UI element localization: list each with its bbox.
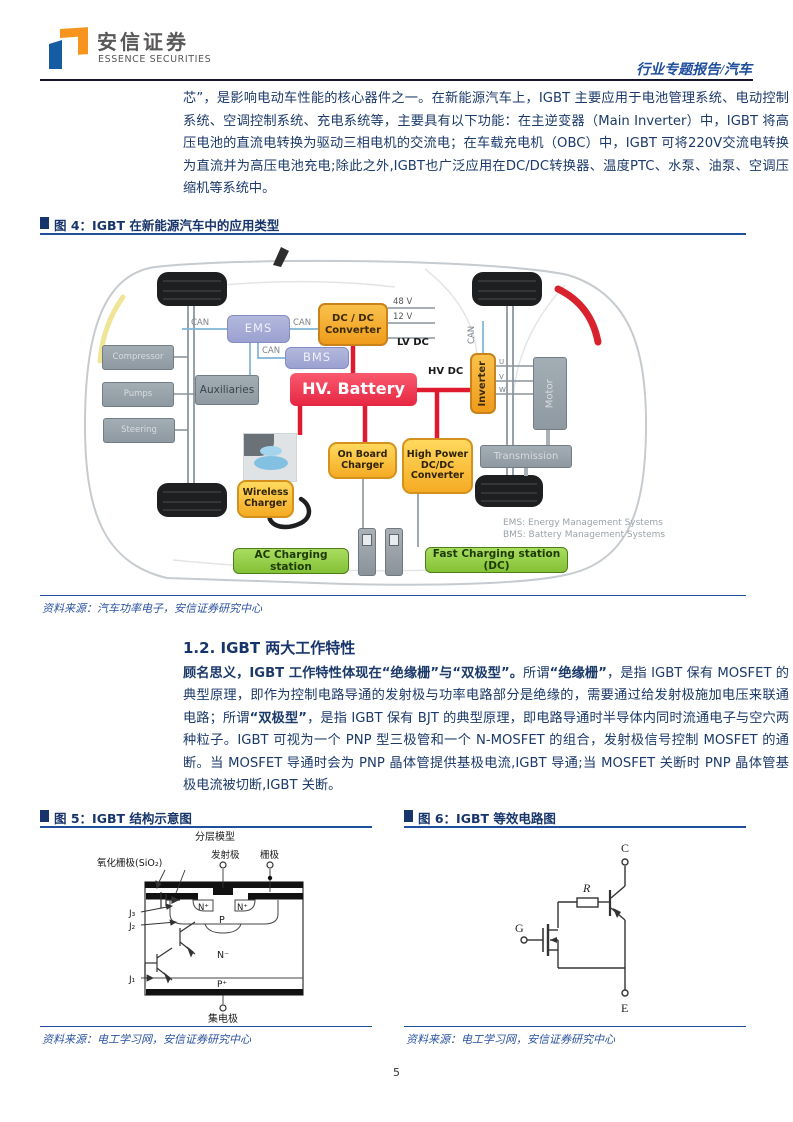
label-n-minus: N⁻ [217,950,229,961]
label-resistor: R [582,881,591,895]
figure5-bullet-square [40,810,49,822]
figure5-title: 图 5：IGBT 结构示意图 [54,811,192,826]
label-gate: 栅极 [260,849,280,861]
label-12v: 12 V [393,312,413,322]
figure6-bullet-square [404,810,413,822]
brand-name-cn: 安信证券 [97,30,189,54]
figure4-title-underline [40,233,746,235]
label-collector-terminal: C [621,841,629,855]
body-paragraph-1: 芯”，是影响电动车性能的核心器件之一。在新能源汽车上，IGBT 主要应用于电池管… [183,91,789,197]
figure4-bullet-square [40,217,49,229]
label-p-region: P [219,915,225,926]
charging-post-icon [385,528,403,576]
label-hv-dc: HV DC [428,366,464,377]
figure6-equivalent-circuit: C E G R [405,840,745,1020]
label-j2: J₂ [128,922,136,932]
box-pumps: Pumps [102,382,174,407]
figure6-title-underline [404,826,746,828]
label-gate-oxide: 氧化栅极(SiO₂) [97,857,162,869]
label-can-inverter: CAN [467,325,478,345]
box-ac-charging-station: AC Charging station [233,548,349,574]
label-can-left: CAN [191,318,210,328]
figure4-source: 资料来源：汽车功率电子，安信证券研究中心 [42,603,262,615]
page-number: 5 [393,1066,400,1079]
legend-bms: BMS: Battery Management Systems [503,530,666,540]
label-phase-w: W [499,386,506,394]
label-48v: 48 V [393,297,413,307]
figure5-igbt-structure: 分层模型 氧化栅极(SiO₂) 发射极 栅极 J₃ J₂ J₁ N⁺ N⁺ P … [45,830,375,1025]
charging-post-icon [358,528,376,576]
side-mirror-icon [273,247,289,267]
header-rule [40,79,753,81]
legend-ems: EMS: Energy Management Systems [503,518,663,528]
label-emitter: 发射极 [211,849,240,861]
label-emitter-terminal: E [621,1001,628,1015]
body-paragraph-2: 顾名思义，IGBT 工作特性体现在“绝缘栅”与“双极型”。所谓“绝缘栅”，是指 … [183,666,790,794]
label-can-mid: CAN [293,318,312,328]
figure6-source: 资料来源：电工学习网，安信证券研究中心 [406,1034,615,1046]
label-lv-dc: LV DC [397,337,429,348]
label-collector: 集电极 [208,1012,238,1025]
section-heading: 1.2. IGBT 两大工作特性 [183,639,356,657]
wireless-charging-photo [243,433,297,482]
essence-securities-logo-icon [49,27,88,69]
box-high-power-dcdc: High Power DC/DC Converter [402,438,473,494]
box-dcdc-converter: DC / DC Converter [318,303,388,346]
box-ems: EMS [227,315,290,343]
charging-pad-icon [254,456,288,470]
figure5-title-underline [40,826,372,828]
label-gate-terminal: G [515,921,524,935]
box-wireless-charger: Wireless Charger [237,480,294,518]
label-n-plus-right: N⁺ [237,903,248,913]
figure6-source-rule [404,1026,746,1027]
label-layer-model: 分层模型 [195,830,235,843]
box-transmission: Transmission [480,445,572,468]
report-type-label: 行业专题报告/汽车 [636,63,752,78]
box-compressor: Compressor [102,345,174,370]
figure4-title: 图 4：IGBT 在新能源汽车中的应用类型 [54,218,280,233]
figure5-source-rule [40,1026,372,1027]
brand-name-en: ESSENCE SECURITIES [98,54,212,65]
label-can-bms: CAN [262,346,281,356]
figure5-header: 图 5：IGBT 结构示意图 [40,808,372,828]
box-inverter: Inverter [470,353,496,414]
box-on-board-charger: On Board Charger [328,442,397,479]
figure4-source-rule [40,595,746,596]
label-phase-u: U [499,358,505,366]
box-hv-battery: HV. Battery [290,373,417,406]
figure5-source: 资料来源：电工学习网，安信证券研究中心 [42,1034,251,1046]
charging-cable-icon [267,496,312,530]
figure4-header: 图 4：IGBT 在新能源汽车中的应用类型 [40,215,746,235]
label-phase-v: V [499,373,504,381]
box-fast-charging-station: Fast Charging station (DC) [425,547,568,573]
label-p-plus: P⁺ [217,980,227,990]
diagram-legend: EMS: Energy Management Systems BMS: Batt… [503,517,665,541]
box-auxiliaries: Auxiliaries [195,375,259,405]
box-motor: Motor [533,357,567,430]
figure6-header: 图 6：IGBT 等效电路图 [404,808,746,828]
label-j3: J₃ [128,909,136,919]
box-steering: Steering [103,418,175,443]
figure4-ev-diagram: Compressor Pumps Steering Auxiliaries EM… [45,245,745,595]
figure6-title: 图 6：IGBT 等效电路图 [418,811,556,826]
label-j1: J₁ [128,975,136,985]
label-n-plus-left: N⁺ [198,903,209,913]
box-bms: BMS [285,347,349,369]
